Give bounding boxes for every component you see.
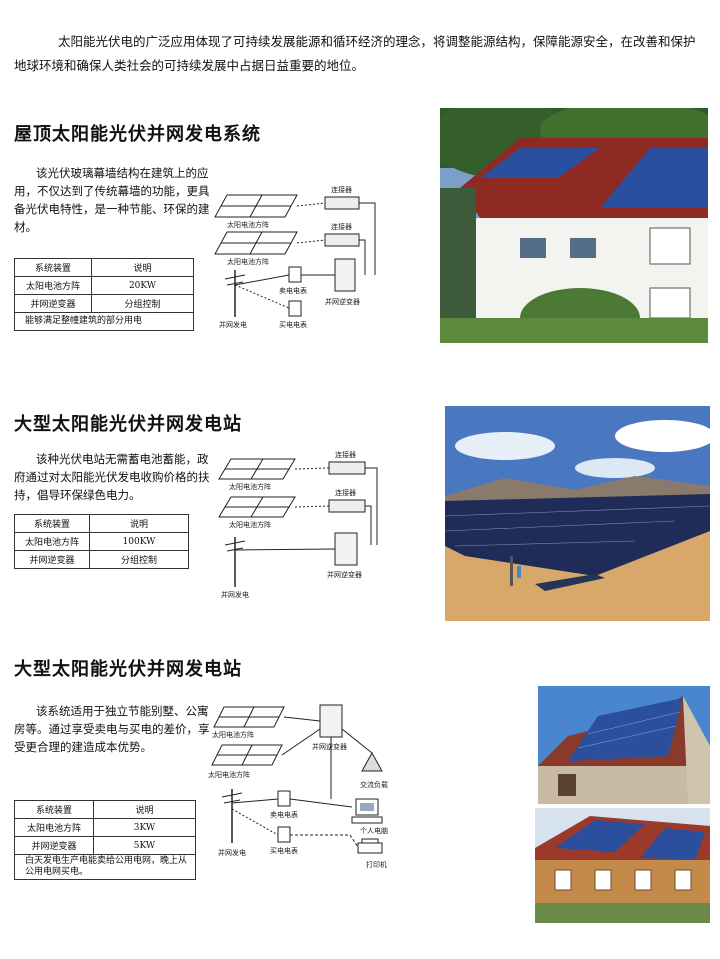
- solar-array-icon: [213, 706, 285, 728]
- inverter-box: [334, 532, 358, 566]
- utility-pole-icon: [221, 789, 243, 843]
- connector-box: [324, 233, 360, 247]
- spec-table: 系统装置 说明 太阳电池方阵 20KW 并网逆变器 分组控制 能够满足整幢建筑的…: [14, 258, 194, 331]
- table-cell: 5KW: [93, 836, 196, 855]
- connector-box: [328, 461, 366, 475]
- system-diagram: 太阳电池方阵 太阳电池方阵 连接器 连接器 并网逆变器 并网发电: [218, 450, 378, 599]
- meter-icon: [288, 300, 302, 317]
- table-note: 白天发电生产电能卖给公用电网，晚上从公用电网买电。: [14, 854, 196, 880]
- inverter-box: [334, 258, 356, 292]
- grid-label: 并网发电: [219, 320, 247, 329]
- inverter-label: 并网逆变器: [327, 570, 362, 579]
- table-header-cell: 说明: [89, 514, 189, 533]
- array-label: 太阳电池方阵: [212, 730, 254, 739]
- printer-label: 打印机: [366, 860, 387, 869]
- meter-label: 买电电表: [279, 320, 307, 329]
- table-cell: 分组控制: [91, 294, 194, 313]
- intro-paragraph: 太阳能光伏电的广泛应用体现了可持续发展能源和循环经济的理念，将调整能源结构，保障…: [14, 34, 696, 73]
- ac-load-icon: [361, 751, 383, 772]
- inverter-label: 并网逆变器: [312, 742, 347, 751]
- grid-label: 并网发电: [218, 848, 246, 857]
- connector-box: [328, 499, 366, 513]
- array-label: 太阳电池方阵: [208, 770, 250, 779]
- table-cell: 太阳电池方阵: [14, 532, 90, 551]
- computer-icon: [351, 798, 383, 824]
- table-cell: 3KW: [93, 818, 196, 837]
- table-header-cell: 系统装置: [14, 800, 94, 819]
- table-cell: 并网逆变器: [14, 550, 90, 569]
- array-label: 太阳电池方阵: [229, 482, 271, 491]
- table-row: 系统装置 说明: [14, 514, 189, 533]
- table-header-cell: 系统装置: [14, 258, 92, 277]
- table-header-cell: 说明: [91, 258, 194, 277]
- inverter-box: [319, 704, 343, 738]
- connector-label: 连接器: [331, 185, 352, 194]
- table-row: 太阳电池方阵 3KW: [14, 818, 196, 837]
- utility-pole-icon: [224, 537, 246, 587]
- table-note: 能够满足整幢建筑的部分用电: [14, 312, 194, 331]
- spec-table: 系统装置 说明 太阳电池方阵 3KW 并网逆变器 5KW 白天发电生产电能卖给公…: [14, 800, 196, 880]
- table-cell: 太阳电池方阵: [14, 276, 92, 295]
- table-header-cell: 系统装置: [14, 514, 90, 533]
- solar-farm-photo: [445, 406, 710, 621]
- solar-array-icon: [214, 231, 298, 255]
- table-cell: 并网逆变器: [14, 294, 92, 313]
- table-row: 并网逆变器 分组控制: [14, 550, 189, 569]
- connector-label: 连接器: [335, 488, 356, 497]
- spec-table: 系统装置 说明 太阳电池方阵 100KW 并网逆变器 分组控制: [14, 514, 189, 569]
- meter-icon: [288, 266, 302, 283]
- section-description: 该光伏玻璃幕墙结构在建筑上的应用，不仅达到了传统幕墙的功能，更具备光伏电特性，是…: [14, 166, 210, 234]
- solar-array-icon: [218, 496, 296, 518]
- table-row: 并网逆变器 5KW: [14, 836, 196, 855]
- table-header-cell: 说明: [93, 800, 196, 819]
- table-cell: 100KW: [89, 532, 189, 551]
- meter-icon: [277, 790, 291, 807]
- system-diagram: 太阳电池方阵 太阳电池方阵 连接器 连接器 并网逆变器 卖电电表 买电电表 并网…: [214, 185, 376, 329]
- meter-icon: [277, 826, 291, 843]
- table-row: 白天发电生产电能卖给公用电网，晚上从公用电网买电。: [14, 854, 196, 880]
- section-description: 该种光伏电站无需蓄电池蓄能，政府通过对太阳能光伏发电收购价格的扶持，倡导环保绿色…: [14, 452, 210, 502]
- solar-array-icon: [214, 194, 298, 218]
- system-diagram: 太阳电池方阵 太阳电池方阵 并网逆变器 交流负载 个人电脑 打印机 卖电电表 买…: [208, 704, 388, 869]
- pc-label: 个人电脑: [360, 826, 388, 835]
- inverter-label: 并网逆变器: [325, 297, 360, 306]
- rooftop-photo: [440, 108, 708, 343]
- section-title: 大型太阳能光伏并网发电站: [14, 659, 242, 680]
- table-row: 太阳电池方阵 20KW: [14, 276, 194, 295]
- table-row: 太阳电池方阵 100KW: [14, 532, 189, 551]
- solar-array-icon: [211, 744, 283, 766]
- section-description: 该系统适用于独立节能别墅、公寓房等。通过享受卖电与买电的差价，享受更合理的建造成…: [14, 704, 210, 754]
- table-cell: 太阳电池方阵: [14, 818, 94, 837]
- meter-label: 卖电电表: [270, 810, 298, 819]
- ac-load-label: 交流负载: [360, 780, 388, 789]
- connector-label: 连接器: [335, 450, 356, 459]
- villa-photo: [538, 686, 710, 804]
- house-photo: [535, 808, 710, 923]
- table-row: 并网逆变器 分组控制: [14, 294, 194, 313]
- table-row: 系统装置 说明: [14, 258, 194, 277]
- solar-array-icon: [218, 458, 296, 480]
- connector-label: 连接器: [331, 222, 352, 231]
- table-cell: 20KW: [91, 276, 194, 295]
- table-row: 能够满足整幢建筑的部分用电: [14, 312, 194, 331]
- connector-box: [324, 196, 360, 210]
- section-title: 大型太阳能光伏并网发电站: [14, 414, 242, 435]
- utility-pole-icon: [224, 270, 246, 317]
- meter-label: 卖电电表: [279, 286, 307, 295]
- section-title: 屋顶太阳能光伏并网发电系统: [14, 124, 261, 145]
- table-cell: 分组控制: [89, 550, 189, 569]
- array-label: 太阳电池方阵: [229, 520, 271, 529]
- grid-label: 并网发电: [221, 590, 249, 599]
- table-cell: 并网逆变器: [14, 836, 94, 855]
- printer-icon: [357, 838, 383, 854]
- table-row: 系统装置 说明: [14, 800, 196, 819]
- array-label: 太阳电池方阵: [227, 257, 269, 266]
- meter-label: 买电电表: [270, 846, 298, 855]
- array-label: 太阳电池方阵: [227, 220, 269, 229]
